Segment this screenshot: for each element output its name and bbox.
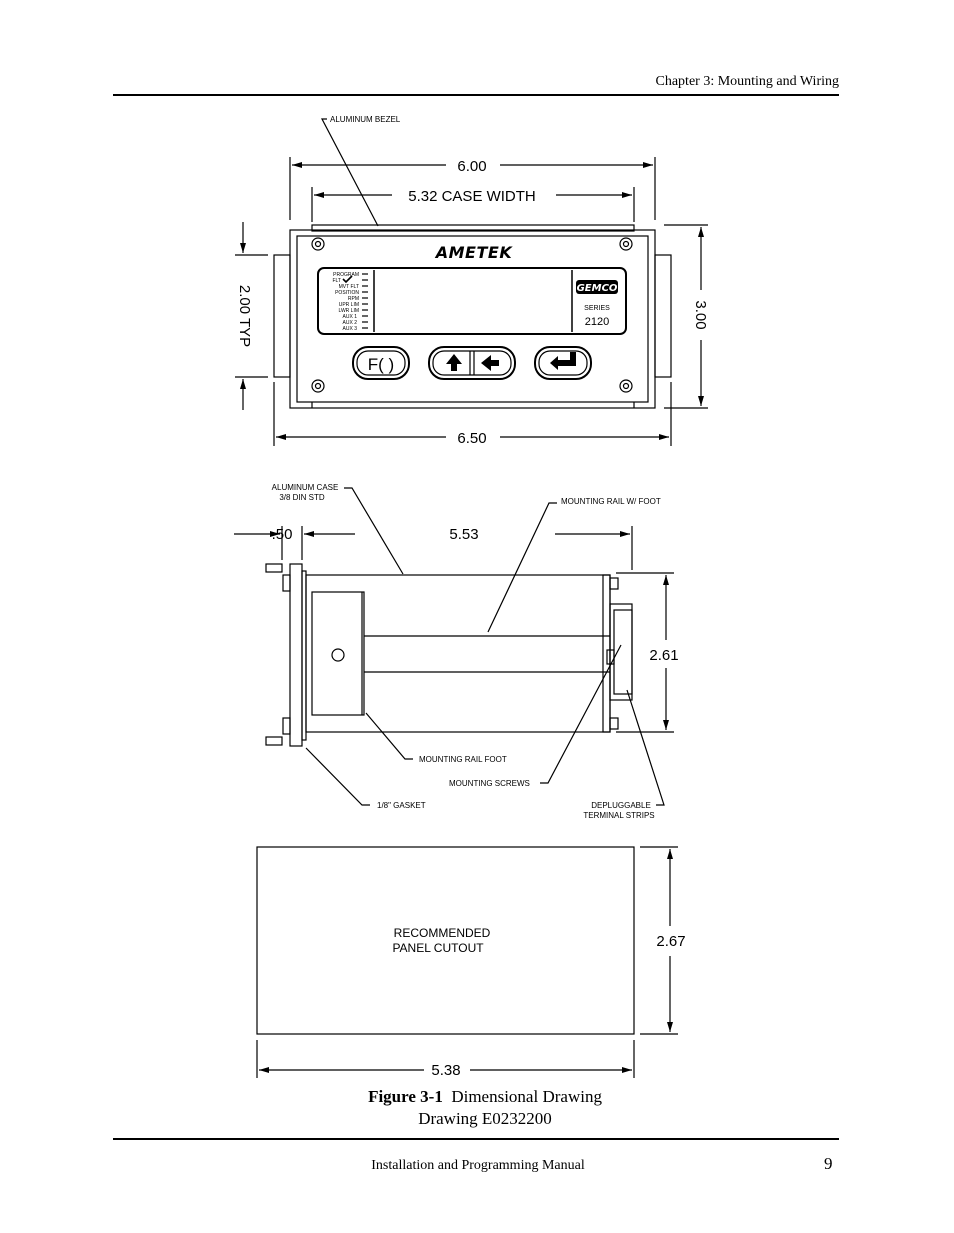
bezel-screw-icon [311, 237, 325, 251]
indicator-label: POSITION [335, 290, 359, 296]
leader-line [305, 747, 370, 806]
manual-title: Installation and Programming Manual [371, 1158, 585, 1173]
side-view [234, 487, 674, 806]
case-label-std: 3/8 DIN STD [279, 493, 325, 502]
bezel-inner [296, 235, 649, 403]
bezel-screw-icon [311, 379, 325, 393]
figure-caption: Figure 3-1 Dimensional Drawing Drawing E… [0, 1086, 954, 1130]
dim-height: 3.00 [692, 300, 709, 329]
dim-total-width: 6.50 [457, 430, 486, 447]
header-rule [113, 94, 839, 96]
function-key [352, 346, 410, 380]
dim-typ: 2.00 TYP [236, 285, 253, 347]
leader-line [487, 502, 557, 633]
leader-line [344, 487, 404, 575]
case-body [305, 574, 611, 733]
leader-line [365, 712, 413, 760]
cutout-label: RECOMMENDED [394, 926, 491, 940]
footer-rule [113, 1138, 839, 1140]
case-top-lip [311, 224, 635, 232]
chapter-header: Chapter 3: Mounting and Wiring [655, 74, 840, 89]
indicator-label: AUX 1 [343, 314, 358, 320]
bezel-outline [289, 229, 656, 409]
series-label: SERIES [584, 305, 610, 312]
left-arrow-icon [481, 355, 499, 371]
cutout-label-panel: PANEL CUTOUT [392, 941, 484, 955]
terminal-label: DEPLUGGABLE [591, 801, 651, 810]
right-tab [654, 254, 672, 378]
leader-line [626, 689, 665, 806]
mounting-hole-icon [331, 648, 345, 662]
dim-overall-width: 6.00 [457, 158, 486, 175]
dim-cutout-height: 2.67 [656, 933, 685, 950]
bezel-plate [289, 563, 303, 747]
bezel-screw-icon [619, 237, 633, 251]
rail-label: MOUNTING RAIL W/ FOOT [561, 497, 661, 506]
case-label: ALUMINUM CASE [272, 483, 339, 492]
bezel-label: ALUMINUM BEZEL [330, 115, 401, 124]
gemco-logo: GEMCO [577, 283, 618, 294]
screws-label: MOUNTING SCREWS [449, 779, 530, 788]
indicator-label: MVT FLT [339, 284, 359, 290]
page-number: 9 [824, 1154, 833, 1173]
series-number: 2120 [585, 316, 609, 328]
indicator-label: FLT [332, 278, 341, 284]
enter-key [534, 346, 592, 380]
function-key-label: F( ) [368, 355, 394, 374]
gemco-logo-badge [576, 280, 618, 294]
rail-foot-label: MOUNTING RAIL FOOT [419, 755, 507, 764]
leader-line [540, 644, 622, 784]
arrow-keys [428, 346, 516, 380]
front-view [235, 118, 708, 446]
indicator-ticks [362, 273, 368, 329]
enter-icon [550, 352, 576, 370]
indicator-label: LWR LIM [339, 308, 359, 314]
indicator-label: UPR LIM [339, 302, 359, 308]
dim-side-height: 2.61 [649, 647, 678, 664]
footer-manual-title: Installation and Programming Manual [0, 1158, 954, 1174]
indicator-label: AUX 2 [343, 320, 358, 326]
dim-depth: 5.53 [449, 526, 478, 543]
panel-cutout [256, 846, 678, 1078]
dim-cutout-width: 5.38 [431, 1062, 460, 1079]
check-icon [342, 275, 353, 284]
leader-line [321, 118, 379, 227]
figure-title: Dimensional Drawing [451, 1087, 602, 1106]
dim-case-width: 5.32 CASE WIDTH [408, 188, 536, 205]
ametek-logo: AMETEK [434, 243, 514, 262]
terminal-strip [609, 603, 633, 701]
figure-label: Figure 3-1 [368, 1087, 443, 1106]
display-window [317, 267, 627, 335]
cutout-rectangle [256, 846, 635, 1035]
indicator-label: AUX 3 [343, 326, 358, 332]
bezel-screw-icon [619, 379, 633, 393]
indicator-label: RPM [348, 296, 359, 302]
drawing-number: Drawing E0232200 [418, 1109, 552, 1128]
indicator-labels: PROGRAM FLT MVT FLT POSITION RPM UPR LIM… [332, 272, 359, 332]
indicator-label: PROGRAM [333, 272, 359, 278]
terminal-label-strips: TERMINAL STRIPS [583, 811, 654, 820]
up-arrow-icon [446, 354, 462, 371]
left-tab [273, 254, 291, 378]
dim-bezel: .50 [272, 526, 293, 543]
gasket-label: 1/8" GASKET [377, 801, 426, 810]
